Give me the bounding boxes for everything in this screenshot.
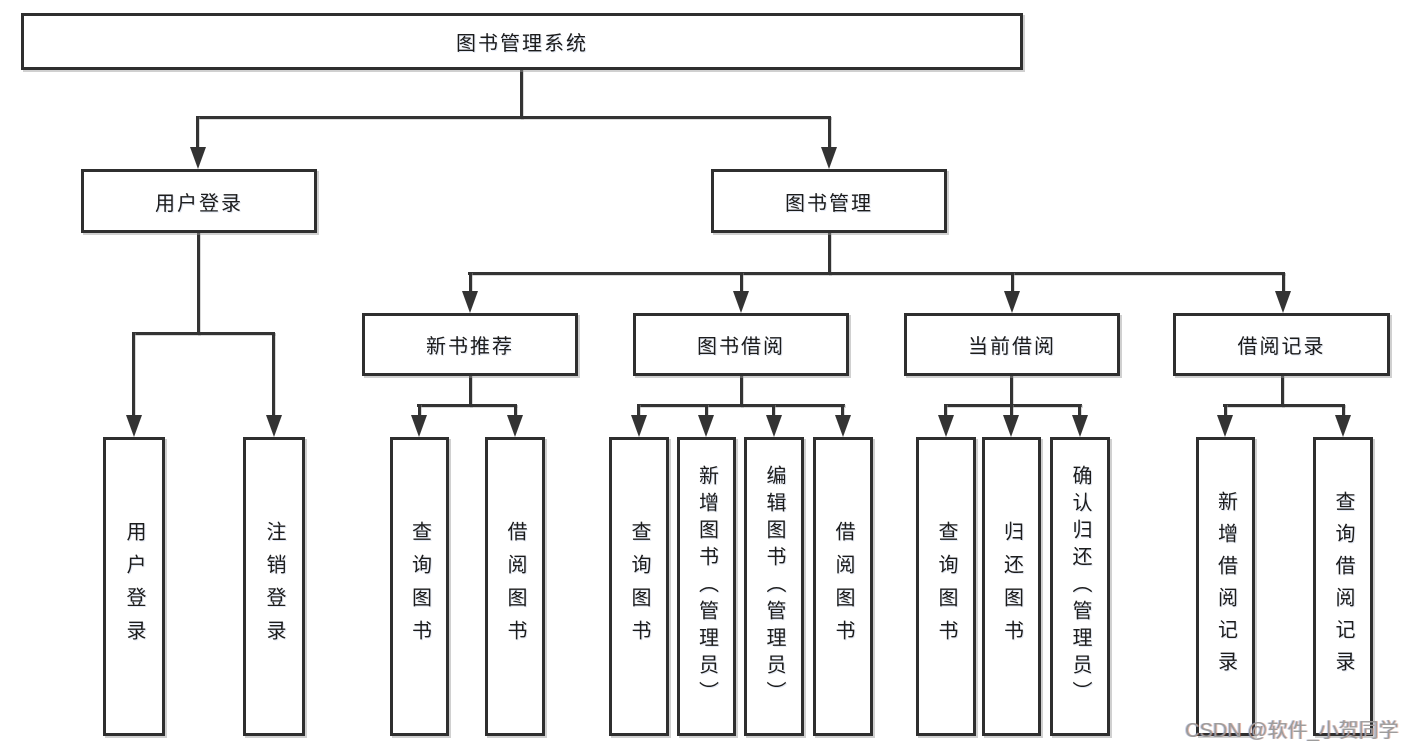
node-label: 借阅图书 [832, 520, 854, 653]
connector-line [637, 404, 640, 416]
leaf-br-query-record: 查询借阅记录 [1313, 437, 1373, 736]
connector-line [132, 332, 135, 416]
leaf-br-add-record: 新增借阅记录 [1196, 437, 1255, 736]
node-label: 查询图书 [408, 520, 431, 653]
connector-line [1282, 272, 1285, 292]
node-user-login: 用户登录 [81, 169, 317, 233]
node-new-book-recommend: 新书推荐 [362, 313, 578, 376]
leaf-bb-add-books-admin: 新增图书（管理员） [677, 437, 736, 736]
node-label: 借阅记录 [1237, 336, 1326, 358]
connector-line [197, 231, 200, 335]
connector-line [196, 116, 199, 148]
connector-arrowhead [733, 291, 749, 313]
node-label: 借阅图书 [504, 520, 526, 653]
connector-arrowhead [835, 415, 851, 437]
node-label: 查询图书 [935, 520, 957, 653]
connector-line [1078, 404, 1081, 416]
node-label: 用户登录 [123, 520, 145, 653]
leaf-bb-query-books: 查询图书 [609, 437, 669, 736]
connector-arrowhead [411, 415, 427, 437]
connector-line [1281, 374, 1284, 407]
connector-arrowhead [1004, 291, 1020, 313]
connector-line [520, 68, 523, 119]
node-label: 图书管理 [785, 192, 873, 215]
node-label: 归还图书 [1000, 520, 1023, 653]
connector-line [417, 404, 517, 407]
leaf-nb-query-books: 查询图书 [390, 437, 449, 736]
node-label: 用户登录 [155, 192, 243, 215]
node-label: 注销登录 [263, 520, 285, 653]
connector-line [944, 404, 1082, 407]
node-label: 确认归还（管理员） [1069, 465, 1091, 708]
connector-line [740, 272, 743, 292]
leaf-cb-query-books: 查询图书 [916, 437, 976, 736]
node-label: 图书借阅 [697, 336, 785, 358]
connector-line [828, 116, 831, 148]
connector-line [1223, 404, 1345, 407]
connector-arrowhead [126, 415, 142, 437]
connector-line [196, 116, 831, 119]
connector-line [418, 404, 421, 416]
connector-arrowhead [266, 415, 282, 437]
connector-line [828, 231, 831, 275]
connector-arrowhead [1217, 415, 1233, 437]
connector-arrowhead [698, 415, 714, 437]
connector-line [1342, 404, 1345, 416]
connector-arrowhead [938, 415, 954, 437]
connector-line [637, 404, 845, 407]
connector-line [272, 332, 275, 416]
leaf-cb-confirm-return-admin: 确认归还（管理员） [1050, 437, 1110, 736]
connector-line [468, 272, 1285, 275]
connector-arrowhead [1003, 415, 1019, 437]
node-label: 查询借阅记录 [1332, 490, 1354, 683]
connector-arrowhead [1072, 415, 1088, 437]
connector-line [132, 332, 275, 335]
connector-arrowhead [1335, 415, 1351, 437]
leaf-bb-borrow-books: 借阅图书 [813, 437, 873, 736]
node-label: 图书管理系统 [456, 33, 588, 55]
node-label: 查询图书 [628, 520, 650, 653]
csdn-watermark: CSDN @软件_小贺同学 [1185, 720, 1399, 742]
connector-line [514, 404, 517, 416]
leaf-user-login: 用户登录 [103, 437, 165, 736]
connector-arrowhead [190, 147, 206, 169]
connector-line [1010, 404, 1013, 416]
node-book-management: 图书管理 [711, 169, 947, 233]
connector-line [1011, 272, 1014, 292]
connector-arrowhead [821, 147, 837, 169]
connector-arrowhead [1275, 291, 1291, 313]
connector-arrowhead [631, 415, 647, 437]
node-label: 新书推荐 [426, 336, 514, 358]
leaf-logout: 注销登录 [243, 437, 305, 736]
connector-line [705, 404, 708, 416]
node-current-borrow: 当前借阅 [904, 313, 1120, 376]
node-label: 新增借阅记录 [1214, 490, 1237, 683]
connector-line [740, 374, 743, 407]
connector-line [469, 272, 472, 292]
connector-line [944, 404, 947, 416]
leaf-bb-edit-books-admin: 编辑图书（管理员） [744, 437, 804, 736]
node-root-library-system: 图书管理系统 [21, 13, 1023, 70]
node-borrow-records: 借阅记录 [1173, 313, 1390, 376]
connector-line [1224, 404, 1227, 416]
connector-arrowhead [507, 415, 523, 437]
connector-line [469, 374, 472, 407]
node-label: 新增图书（管理员） [695, 465, 718, 708]
connector-arrowhead [766, 415, 782, 437]
node-label: 编辑图书（管理员） [763, 465, 785, 708]
node-book-borrow: 图书借阅 [633, 313, 849, 376]
node-label: 当前借阅 [968, 336, 1056, 358]
connector-line [772, 404, 775, 416]
leaf-nb-borrow-books: 借阅图书 [485, 437, 545, 736]
leaf-cb-return-books: 归还图书 [982, 437, 1041, 736]
connector-line [841, 404, 844, 416]
connector-line [1010, 374, 1013, 407]
connector-arrowhead [462, 291, 478, 313]
